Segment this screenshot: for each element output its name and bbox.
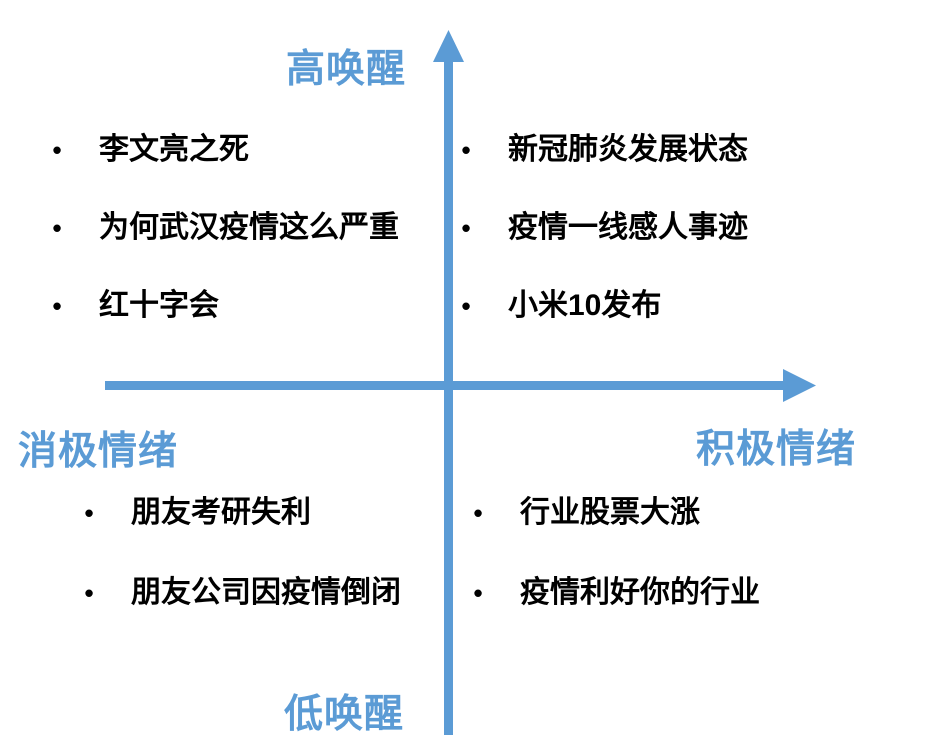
quadrant-bottom-right-list: • 行业股票大涨 • 疫情利好你的行业 bbox=[468, 496, 760, 610]
list-item: • 疫情利好你的行业 bbox=[468, 576, 760, 610]
quadrant-item-text: 李文亮之死 bbox=[99, 133, 249, 166]
quadrant-item-text: 疫情一线感人事迹 bbox=[508, 211, 748, 244]
list-item: • 红十字会 bbox=[47, 289, 399, 323]
quadrant-item-text: 小米10发布 bbox=[508, 289, 662, 322]
list-item: • 小米10发布 bbox=[456, 289, 748, 323]
quadrant-top-left-list: • 李文亮之死 • 为何武汉疫情这么严重 • 红十字会 bbox=[47, 133, 399, 323]
quadrant-top-right-list: • 新冠肺炎发展状态 • 疫情一线感人事迹 • 小米10发布 bbox=[456, 133, 748, 323]
axis-label-high-arousal: 高唤醒 bbox=[286, 48, 407, 91]
bullet-icon: • bbox=[52, 213, 62, 243]
axis-label-low-arousal: 低唤醒 bbox=[284, 693, 405, 736]
right-arrowhead-icon bbox=[783, 369, 816, 402]
quadrant-item-text: 红十字会 bbox=[99, 289, 219, 322]
quadrant-item-text: 疫情利好你的行业 bbox=[520, 576, 760, 609]
bullet-icon: • bbox=[84, 578, 94, 608]
bullet-icon: • bbox=[52, 135, 62, 165]
horizontal-axis-line bbox=[105, 381, 785, 390]
list-item: • 疫情一线感人事迹 bbox=[456, 211, 748, 245]
quadrant-bottom-left-list: • 朋友考研失利 • 朋友公司因疫情倒闭 bbox=[79, 496, 401, 610]
vertical-axis-line bbox=[444, 56, 453, 735]
quadrant-item-text: 新冠肺炎发展状态 bbox=[508, 133, 748, 166]
axis-label-positive-emotion: 积极情绪 bbox=[696, 428, 857, 471]
quadrant-item-text: 朋友公司因疫情倒闭 bbox=[131, 576, 401, 609]
bullet-icon: • bbox=[461, 213, 471, 243]
bullet-icon: • bbox=[461, 291, 471, 321]
bullet-icon: • bbox=[473, 498, 483, 528]
list-item: • 朋友公司因疫情倒闭 bbox=[79, 576, 401, 610]
axis-label-negative-emotion: 消极情绪 bbox=[18, 430, 179, 473]
bullet-icon: • bbox=[52, 291, 62, 321]
bullet-icon: • bbox=[84, 498, 94, 528]
bullet-icon: • bbox=[473, 578, 483, 608]
list-item: • 行业股票大涨 bbox=[468, 496, 760, 530]
list-item: • 新冠肺炎发展状态 bbox=[456, 133, 748, 167]
list-item: • 朋友考研失利 bbox=[79, 496, 401, 530]
quadrant-item-text: 行业股票大涨 bbox=[520, 496, 700, 529]
list-item: • 为何武汉疫情这么严重 bbox=[47, 211, 399, 245]
quadrant-item-text: 朋友考研失利 bbox=[131, 496, 311, 529]
bullet-icon: • bbox=[461, 135, 471, 165]
up-arrowhead-icon bbox=[433, 30, 464, 62]
quadrant-item-text: 为何武汉疫情这么严重 bbox=[99, 211, 399, 244]
list-item: • 李文亮之死 bbox=[47, 133, 399, 167]
